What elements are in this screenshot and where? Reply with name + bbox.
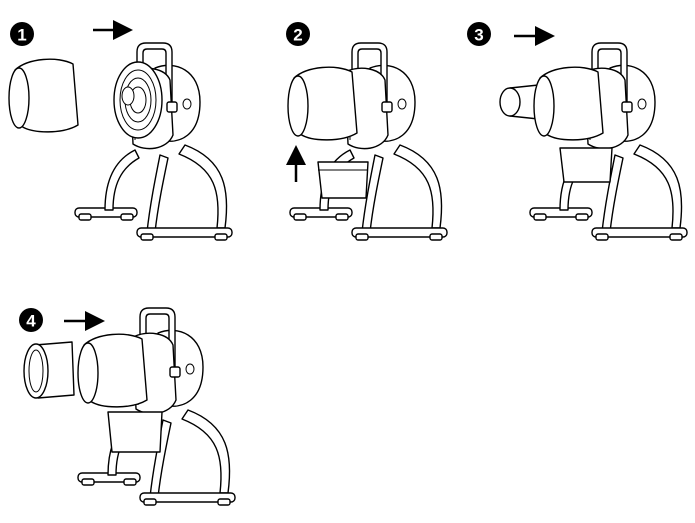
ring-part-illustration bbox=[23, 341, 75, 399]
front-cap-illustration bbox=[8, 58, 79, 133]
collection-bin-illustration bbox=[559, 147, 613, 183]
step-4: 4 bbox=[19, 307, 236, 506]
step-2: 2 bbox=[286, 22, 448, 241]
step-number-1: 1 bbox=[17, 26, 26, 45]
step-badge-3 bbox=[467, 22, 491, 46]
front-cap-illustration bbox=[287, 66, 358, 141]
collection-bin-illustration bbox=[107, 411, 163, 453]
step-number-4: 4 bbox=[26, 312, 36, 331]
step-3: 3 bbox=[467, 22, 688, 241]
front-cap-illustration bbox=[533, 66, 604, 141]
step-number-2: 2 bbox=[293, 26, 302, 45]
step-1: 1 bbox=[8, 20, 233, 241]
collection-bin-illustration bbox=[317, 161, 369, 199]
step-badge-2 bbox=[286, 22, 310, 46]
step-badge-1 bbox=[10, 22, 34, 46]
step-badge-4 bbox=[19, 308, 43, 332]
step-number-3: 3 bbox=[474, 26, 483, 45]
front-cap-illustration bbox=[77, 333, 148, 408]
cutting-disc-illustration bbox=[113, 61, 163, 139]
